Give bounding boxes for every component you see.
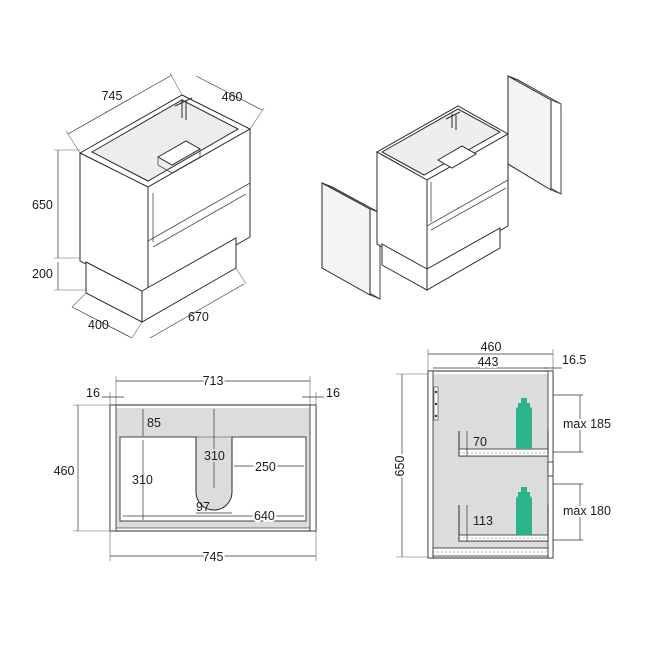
bottle-upper-icon [516, 398, 532, 449]
dim-section-inner-depth: 443 [478, 355, 499, 369]
dim-section-depth: 460 [481, 340, 502, 354]
dim-plan-depth: 460 [54, 464, 75, 478]
dim-inner-width: 713 [203, 374, 224, 388]
dim-drawer-width: 640 [254, 509, 275, 523]
isometric-dimensions: 745 460 650 200 400 670 [32, 72, 265, 339]
dim-upper-clearance: max 185 [563, 417, 611, 431]
dim-side-right: 16 [326, 386, 340, 400]
section-view [427, 370, 554, 559]
plan-dimensions: 713 16 16 460 85 310 310 250 97 640 [52, 372, 340, 566]
dim-rear-gap: 85 [147, 416, 161, 430]
dim-plan-overall-width: 745 [203, 550, 224, 564]
isometric-cabinet-view [78, 94, 252, 323]
section-dimensions: 460 443 16.5 650 70 max 185 113 max 180 [391, 338, 613, 558]
dim-shelf-depth: 310 [132, 473, 153, 487]
dim-lower-drawer-height: 113 [473, 514, 493, 528]
dim-cutout-width: 97 [196, 500, 210, 514]
dim-upper-drawer-height: 70 [473, 435, 487, 449]
dim-plinth-height: 200 [32, 267, 53, 281]
dim-side-left: 16 [86, 386, 100, 400]
plan-view [109, 404, 317, 532]
dim-cutout-to-side: 250 [255, 460, 276, 474]
dim-plinth-width: 670 [188, 310, 209, 324]
dim-cutout-depth: 310 [204, 449, 225, 463]
dim-section-height: 650 [393, 456, 407, 477]
bottle-lower-icon [516, 487, 532, 535]
dim-top-depth: 460 [222, 90, 243, 104]
dim-body-height: 650 [32, 198, 53, 212]
dim-top-width: 745 [102, 89, 123, 103]
dim-plinth-depth: 400 [88, 318, 109, 332]
isometric-exploded-view [321, 75, 562, 300]
dim-front-thickness: 16.5 [562, 353, 586, 367]
dim-lower-clearance: max 180 [563, 504, 611, 518]
